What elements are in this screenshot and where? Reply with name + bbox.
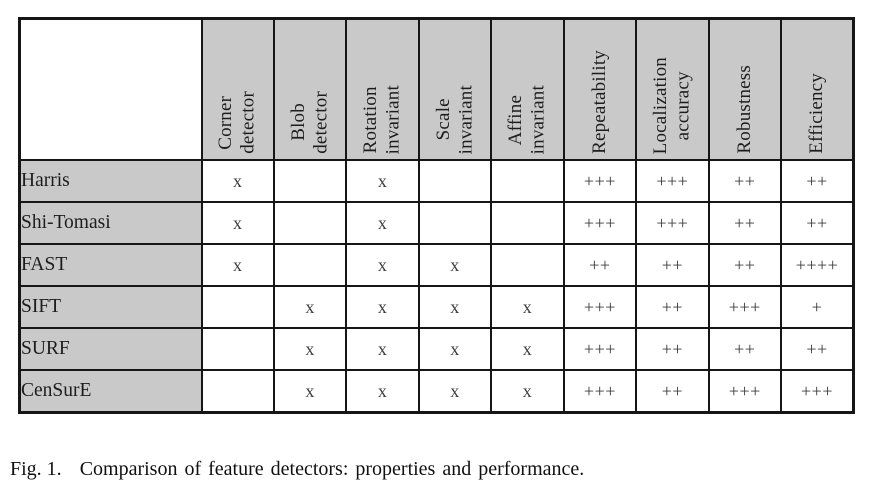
table-cell: x: [417, 243, 493, 287]
table-cell: [272, 159, 348, 203]
col-header-label: Scale invariant: [432, 84, 477, 154]
table-cell: x: [345, 159, 420, 203]
col-header-rotation-invariant: Rotation invariant: [345, 17, 420, 161]
table-cell: [200, 369, 275, 414]
table-cell: [200, 327, 275, 371]
row-label: CenSurE: [18, 369, 203, 414]
table-row-fast: FAST x x x ++ ++ ++ ++++: [18, 243, 855, 287]
col-header-label: Repeatability: [588, 50, 610, 154]
table-cell: +++: [635, 201, 710, 245]
col-header-label: Corner detector: [215, 91, 259, 154]
col-header-scale-invariant: Scale invariant: [417, 17, 493, 161]
table-cell: x: [345, 285, 420, 329]
col-header-repeatability: Repeatability: [562, 17, 638, 161]
table-cell: +++: [562, 159, 638, 203]
table-cell: ++++: [780, 243, 855, 287]
col-header-label: Affine invariant: [505, 84, 549, 154]
table-cell: ++: [707, 243, 783, 287]
table-cell: +++: [562, 201, 638, 245]
figure-caption: Fig. 1. Comparison of feature detectors: …: [10, 458, 584, 481]
table-cell: x: [200, 243, 275, 287]
table-cell: ++: [707, 327, 783, 371]
table-cell: [272, 201, 348, 245]
table-cell: ++: [707, 159, 783, 203]
table-cell: [200, 285, 275, 329]
figure-caption-text: Comparison of feature detectors: propert…: [79, 458, 585, 480]
row-label: SIFT: [18, 285, 203, 329]
table-cell: [417, 201, 493, 245]
table-cell: +++: [562, 369, 638, 414]
table-cell: ++: [635, 369, 710, 414]
row-label: FAST: [18, 243, 203, 287]
table-cell: x: [490, 369, 565, 414]
table-cell: x: [272, 285, 348, 329]
table-cell: ++: [707, 201, 783, 245]
row-label: Harris: [18, 159, 203, 203]
table-cell: x: [490, 285, 565, 329]
table-row-harris: Harris x x +++ +++ ++ ++: [18, 159, 855, 203]
col-header-corner-detector: Corner detector: [200, 17, 275, 161]
row-label: SURF: [18, 327, 203, 371]
table-cell: +++: [635, 159, 710, 203]
table-cell: ++: [635, 285, 710, 329]
table-cell: x: [200, 201, 275, 245]
table-cell: [490, 201, 565, 245]
table-cell: ++: [780, 159, 855, 203]
col-header-label: Efficiency: [805, 73, 827, 154]
table-row-censure: CenSurE x x x x +++ ++ +++ +++: [18, 369, 855, 414]
table-row-sift: SIFT x x x x +++ ++ +++ +: [18, 285, 855, 329]
col-header-label: Localization accuracy: [649, 56, 694, 154]
col-header-label: Robustness: [733, 65, 755, 154]
table-cell: +++: [562, 285, 638, 329]
table-cell: [490, 243, 565, 287]
table-row-surf: SURF x x x x +++ ++ ++ ++: [18, 327, 855, 371]
col-header-label: Rotation invariant: [360, 84, 404, 154]
table-cell: x: [200, 159, 275, 203]
table-corner-blank-cell: [18, 17, 203, 161]
col-header-efficiency: Efficiency: [780, 17, 855, 161]
table-cell: x: [345, 369, 420, 414]
row-label: Shi-Tomasi: [18, 201, 203, 245]
table-cell: +: [780, 285, 855, 329]
table-cell: ++: [635, 327, 710, 371]
table-cell: [417, 159, 493, 203]
table-cell: x: [345, 243, 420, 287]
col-header-label: Blob detector: [287, 91, 332, 154]
header-row: Corner detector Blob detector Rotation i…: [18, 17, 855, 161]
col-header-affine-invariant: Affine invariant: [490, 17, 565, 161]
table-cell: [490, 159, 565, 203]
table-cell: +++: [707, 285, 783, 329]
feature-detector-comparison-table: Corner detector Blob detector Rotation i…: [18, 17, 855, 414]
table-cell: x: [417, 285, 493, 329]
table-row-shi-tomasi: Shi-Tomasi x x +++ +++ ++ ++: [18, 201, 855, 245]
table-cell: [272, 243, 348, 287]
table-cell: x: [490, 327, 565, 371]
table-cell: +++: [780, 369, 855, 414]
table-cell: x: [345, 327, 420, 371]
table-cell: ++: [635, 243, 710, 287]
table-cell: ++: [780, 327, 855, 371]
figure-caption-number: Fig. 1.: [10, 458, 62, 480]
col-header-blob-detector: Blob detector: [272, 17, 348, 161]
table-cell: x: [345, 201, 420, 245]
table-cell: ++: [562, 243, 638, 287]
col-header-localization-accuracy: Localization accuracy: [635, 17, 710, 161]
col-header-robustness: Robustness: [707, 17, 783, 161]
table-cell: x: [272, 369, 348, 414]
table-cell: x: [272, 327, 348, 371]
table-cell: x: [417, 369, 493, 414]
table-cell: ++: [780, 201, 855, 245]
table-cell: +++: [562, 327, 638, 371]
table-cell: x: [417, 327, 493, 371]
table-cell: +++: [707, 369, 783, 414]
